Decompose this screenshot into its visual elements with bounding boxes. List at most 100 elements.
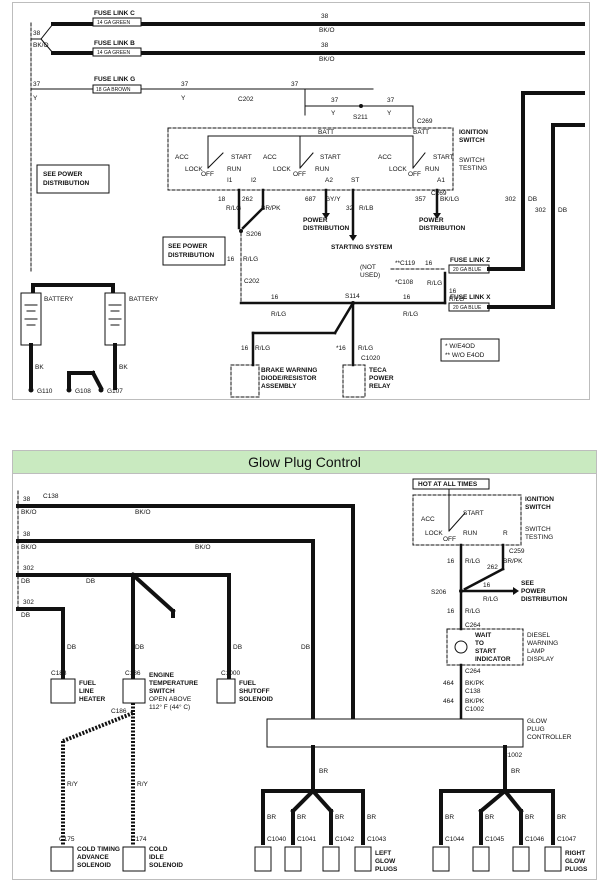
brake-1: BRAKE WARNING xyxy=(261,367,317,374)
wire-16-d: 16 xyxy=(241,345,249,352)
wire-rlg-1: R/LG xyxy=(465,558,480,565)
wire-464-b: 464 xyxy=(443,698,454,705)
wire-302-a: 302 xyxy=(505,196,516,203)
acc-3: ACC xyxy=(378,154,392,161)
c108-label: *C108 xyxy=(395,279,413,286)
a2: A2 xyxy=(325,177,333,184)
switch-testing-2: TESTING xyxy=(525,534,553,541)
see-1: SEE xyxy=(521,580,535,587)
c1045-label: C1045 xyxy=(485,836,505,843)
wire-rlg-c: R/LG xyxy=(403,311,418,318)
fuse-link-x-size: 20 GA BLUE xyxy=(453,305,482,311)
wire-687: 687 xyxy=(305,196,316,203)
fuel-line-heater xyxy=(50,678,76,704)
br-3: BR xyxy=(335,814,344,821)
cis-1: COLD xyxy=(149,846,168,853)
batt-label-b: BATT xyxy=(413,129,429,136)
fuel-heater-1: FUEL xyxy=(79,680,96,687)
wire-16-2: 16 xyxy=(483,582,491,589)
st: ST xyxy=(351,177,359,184)
switch-cluster-2: ACC LOCK OFF START RUN A2 ST xyxy=(263,135,359,184)
eng-1: ENGINE xyxy=(149,672,175,679)
g110-label: G110 xyxy=(37,388,53,395)
glow-ctrl-2: PLUG xyxy=(527,726,545,733)
s206-label: S206 xyxy=(246,231,262,238)
brake-warning-box xyxy=(230,364,260,398)
left-3: PLUGS xyxy=(375,866,398,873)
glow-plug-6 xyxy=(472,846,490,872)
see-3: DISTRIBUTION xyxy=(521,596,568,603)
off-3: OFF xyxy=(408,171,421,178)
wire-bko-label-b: BK/O xyxy=(319,56,335,63)
ign-label: IGNITION xyxy=(525,496,554,503)
switch-testing-label: SWITCH xyxy=(459,157,485,164)
acc-b: ACC xyxy=(421,516,435,523)
fuse-link-g-size: 18 GA BROWN xyxy=(96,87,131,93)
c1002-label-a: C1002 xyxy=(465,706,485,713)
wire-rlg-3: R/LG xyxy=(465,608,480,615)
switch-label: SWITCH xyxy=(459,137,485,144)
s211-ya: Y xyxy=(331,110,336,117)
off-2: OFF xyxy=(293,171,306,178)
label-38-top: 38 xyxy=(33,30,41,37)
c174-label: C174 xyxy=(131,836,147,843)
wire-db-ctrl: DB xyxy=(301,644,310,651)
eng-5: 112° F (44° C) xyxy=(149,703,190,711)
splice-b xyxy=(40,38,54,54)
wire-464-a: 464 xyxy=(443,680,454,687)
wire-16-x: 16 xyxy=(449,288,457,295)
c1041-label: C1041 xyxy=(297,836,317,843)
right-3: PLUGS xyxy=(565,866,588,873)
diesel-warning-lamp-box xyxy=(446,628,524,666)
legend-2: ** W/O E4OD xyxy=(445,352,485,359)
fuse-link-g-label: FUSE LINK G xyxy=(94,76,135,83)
wire-ry-1: R/Y xyxy=(67,781,79,788)
wire-db-1: DB xyxy=(21,578,30,585)
diesel-3: LAMP xyxy=(527,648,545,655)
wire-db-b: DB xyxy=(558,207,567,214)
switch-testing-1: SWITCH xyxy=(525,526,551,533)
fuse-link-z-size: 20 GA BLUE xyxy=(453,267,482,273)
wire-38-1: 38 xyxy=(23,496,31,503)
wire-ry-2: R/Y xyxy=(137,781,149,788)
wire-32: 32 xyxy=(346,205,354,212)
wire-db-6: DB xyxy=(67,644,76,651)
cold-idle-solenoid xyxy=(122,846,146,872)
wire-16-star: *16 xyxy=(336,345,346,352)
s206-label-b: S206 xyxy=(431,589,447,596)
br-5: BR xyxy=(445,814,454,821)
cold-timing-solenoid xyxy=(50,846,74,872)
fuse-link-x-label: FUSE LINK X xyxy=(450,294,491,301)
br-6: BR xyxy=(485,814,494,821)
see-power-dist-box-2 xyxy=(162,236,226,266)
wire-262: 262 xyxy=(242,196,253,203)
br-4: BR xyxy=(367,814,376,821)
fs-2: SHUTOFF xyxy=(239,688,270,695)
start-3: START xyxy=(433,154,454,161)
c264-label-a: C264 xyxy=(465,622,481,629)
batt-label-a: BATT xyxy=(318,129,334,136)
switch-cluster-3: ACC LOCK OFF START RUN A1 xyxy=(378,135,454,184)
brake-3: ASSEMBLY xyxy=(261,383,297,390)
legend-box xyxy=(440,338,500,362)
eng-4: OPEN ABOVE xyxy=(149,696,192,703)
ignition-label: IGNITION xyxy=(459,129,488,136)
wire-rlg-d: R/LG xyxy=(255,345,270,352)
off-1: OFF xyxy=(201,171,214,178)
wire-302-b: 302 xyxy=(535,207,546,214)
c264-label-b: C264 xyxy=(465,668,481,675)
wait-4: INDICATOR xyxy=(475,656,511,663)
c138-label-top: C138 xyxy=(43,493,59,500)
wire-16-c: 16 xyxy=(403,294,411,301)
br-8: BR xyxy=(557,814,566,821)
bk-right: BK xyxy=(119,364,128,371)
run-2: RUN xyxy=(315,166,329,173)
hot-at-all-times-box xyxy=(412,478,490,490)
run-b: RUN xyxy=(463,530,477,537)
wire-bklg: BK/LG xyxy=(440,196,459,203)
left-1: LEFT xyxy=(375,850,391,857)
ignition-switch-box xyxy=(167,127,454,191)
glow-plug-3 xyxy=(322,846,340,872)
cta-2: ADVANCE xyxy=(77,854,109,861)
c119-label: **C119 xyxy=(395,260,416,267)
